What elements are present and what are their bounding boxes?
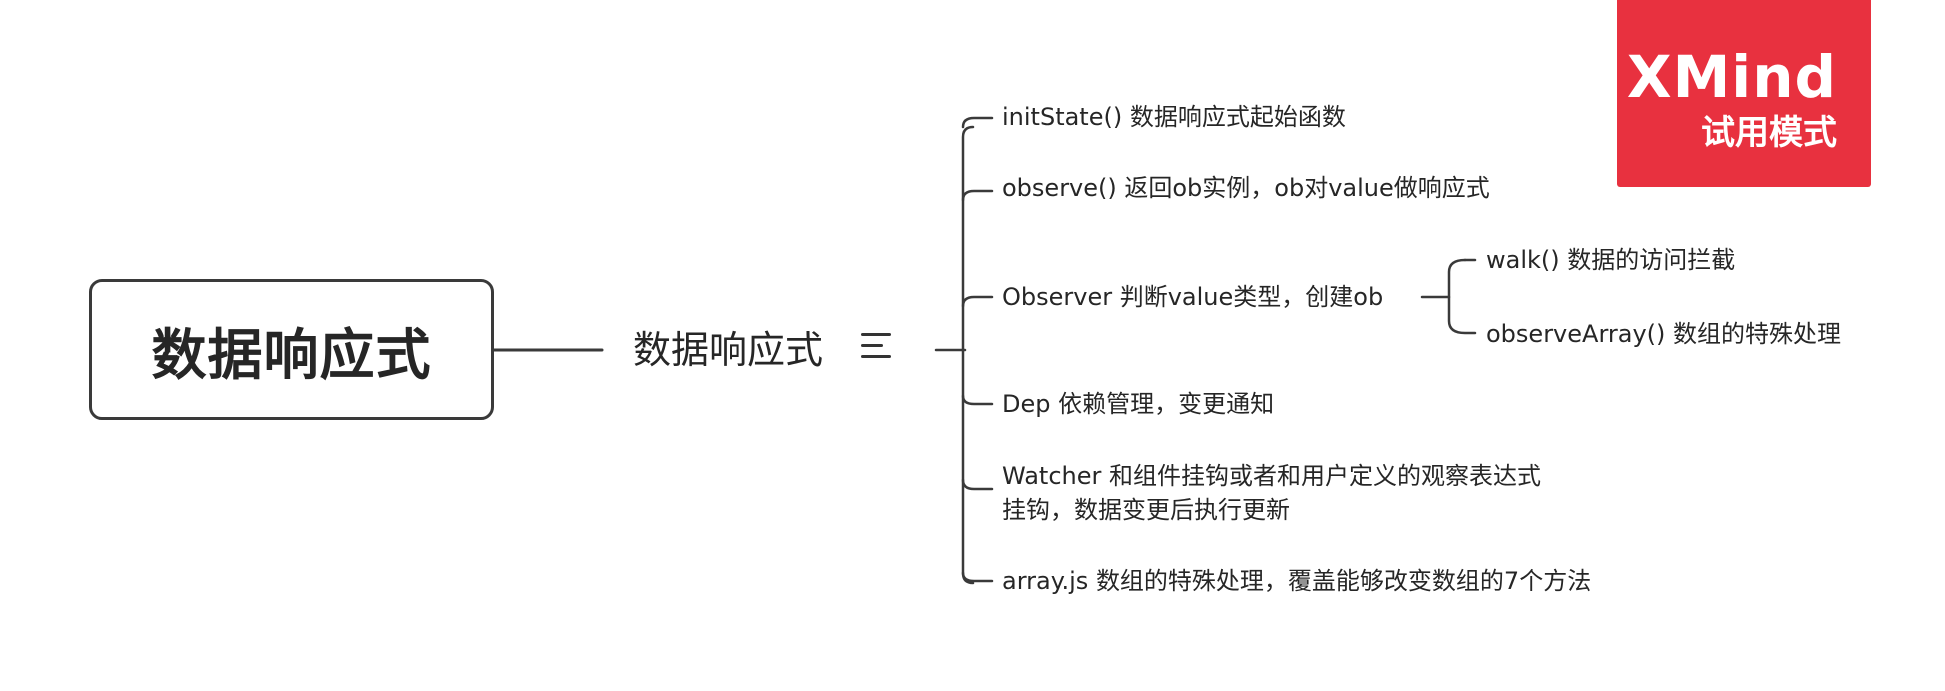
subtopic-label: Watcher 和组件挂钩或者和用户定义的观察表达式 (1002, 462, 1541, 490)
notes-icon[interactable] (861, 331, 897, 361)
watermark-mode: 试用模式 (1701, 113, 1837, 153)
trial-watermark: XMind 试用模式 (1617, 0, 1871, 187)
branch-tick-1 (961, 116, 994, 129)
subtopic-label-line2: 挂钩，数据变更后执行更新 (1002, 496, 1290, 524)
subtopic-observer[interactable]: Observer 判断value类型，创建ob (1002, 280, 1383, 314)
subtopic-label: observeArray() 数组的特殊处理 (1486, 320, 1842, 348)
subtopic-label: Dep 依赖管理，变更通知 (1002, 390, 1275, 418)
subtopic-watcher[interactable]: Watcher 和组件挂钩或者和用户定义的观察表达式 挂钩，数据变更后执行更新 (1002, 459, 1541, 527)
subtopic-label: array.js 数组的特殊处理，覆盖能够改变数组的7个方法 (1002, 567, 1592, 595)
subtopic-walk[interactable]: walk() 数据的访问拦截 (1486, 243, 1735, 277)
branch-tick-2 (961, 189, 994, 202)
branch-tick-3 (961, 295, 994, 308)
main-topic[interactable]: 数据响应式 (633, 324, 823, 376)
branch-tick-4 (961, 394, 994, 406)
observer-bracket (1447, 258, 1477, 335)
subtopic-initstate[interactable]: initState() 数据响应式起始函数 (1002, 100, 1346, 134)
subtopic-label: observe() 返回ob实例，ob对value做响应式 (1002, 174, 1490, 202)
subtopic-label: Observer 判断value类型，创建ob (1002, 283, 1384, 311)
subtopic-arrayjs[interactable]: array.js 数组的特殊处理，覆盖能够改变数组的7个方法 (1002, 564, 1591, 598)
subtopic-observe[interactable]: observe() 返回ob实例，ob对value做响应式 (1002, 171, 1490, 205)
branch-tick-6 (961, 571, 994, 583)
subtopic-label: initState() 数据响应式起始函数 (1002, 103, 1346, 131)
branch-tick-5 (961, 478, 994, 491)
subtopic-observearray[interactable]: observeArray() 数组的特殊处理 (1486, 317, 1841, 351)
subtopic-dep[interactable]: Dep 依赖管理，变更通知 (1002, 387, 1274, 421)
main-topic-label: 数据响应式 (633, 328, 824, 372)
root-topic-label: 数据响应式 (151, 322, 432, 387)
watermark-brand: XMind (1626, 43, 1837, 111)
subtopic-bracket (961, 125, 975, 585)
root-topic[interactable]: 数据响应式 (89, 279, 494, 420)
subtopic-label: walk() 数据的访问拦截 (1486, 246, 1736, 274)
